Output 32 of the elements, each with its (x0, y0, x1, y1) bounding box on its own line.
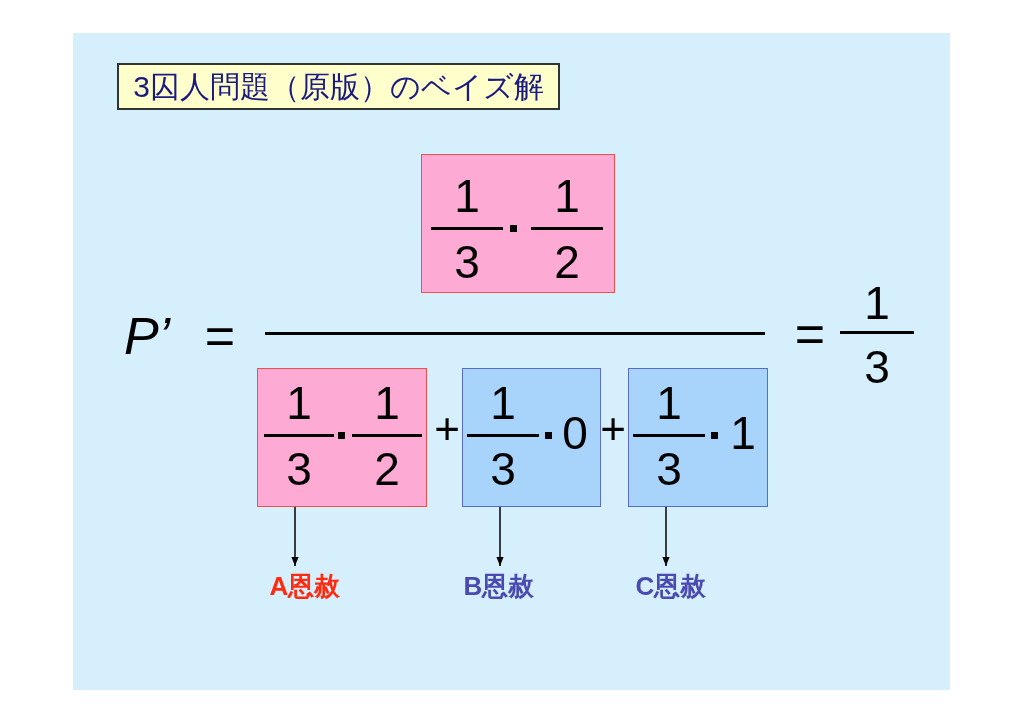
equals-sign: = (203, 308, 237, 364)
factor: 1 (729, 408, 757, 458)
term-box (462, 368, 601, 507)
term-box (421, 154, 615, 293)
factor: 0 (561, 408, 589, 458)
denominator: 2 (373, 444, 401, 494)
numerator: 1 (453, 171, 481, 221)
denominator: 3 (453, 237, 481, 287)
arrow (291, 506, 299, 567)
arrow (496, 506, 504, 567)
numerator: 1 (655, 378, 683, 428)
variable: P’ (122, 308, 172, 364)
numerator: 1 (863, 278, 891, 328)
denominator: 3 (863, 342, 891, 392)
plus-sign: + (599, 404, 627, 454)
denominator: 3 (489, 444, 517, 494)
numerator: 1 (553, 171, 581, 221)
case-label: C恩赦 (628, 568, 714, 604)
title-box: 3囚人問題（原版）のベイズ解 (117, 63, 560, 110)
case-label: B恩赦 (456, 568, 542, 604)
numerator: 1 (489, 378, 517, 428)
denominator: 3 (285, 444, 313, 494)
case-label: A恩赦 (262, 568, 348, 604)
denominator: 2 (553, 237, 581, 287)
numerator: 1 (373, 378, 401, 428)
term-box (628, 368, 768, 507)
plus-sign: + (433, 404, 461, 454)
equals-sign: = (793, 306, 827, 362)
term-box (257, 368, 427, 507)
arrow (662, 506, 670, 567)
denominator: 3 (655, 444, 683, 494)
numerator: 1 (285, 378, 313, 428)
